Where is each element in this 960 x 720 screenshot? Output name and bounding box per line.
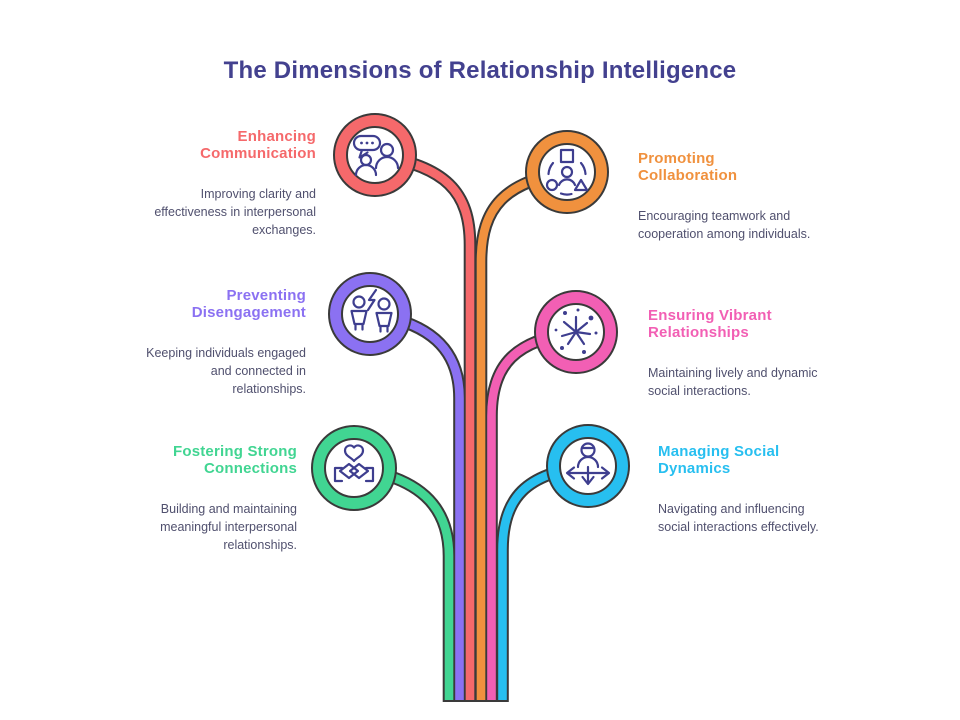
loop-inner-circle [538, 143, 596, 201]
link-arc [579, 161, 587, 176]
item-fostering-strong-connections: Fostering Strong Connections Building an… [127, 443, 297, 554]
person-directions-icon [565, 442, 611, 486]
person-shoulders [374, 155, 400, 170]
item-managing-social-dynamics: Managing Social Dynamics Navigating and … [658, 443, 833, 536]
page-title: The Dimensions of Relationship Intellige… [223, 57, 737, 84]
item-ensuring-vibrant-relationships: Ensuring Vibrant Relationships Maintaini… [648, 307, 843, 400]
heart [343, 444, 365, 463]
item-title: Fostering Strong Connections [172, 443, 297, 477]
person-head [377, 297, 391, 311]
item-preventing-disengagement: Preventing Disengagement Keeping individ… [138, 287, 306, 398]
item-title: Ensuring Vibrant Relationships [648, 307, 772, 341]
link-arc [547, 161, 555, 176]
item-description: Building and maintaining meaningful inte… [160, 502, 297, 552]
handshake-heart-icon [333, 444, 375, 483]
link-arc [559, 192, 573, 196]
item-description: Navigating and influencing social intera… [658, 502, 819, 534]
item-title: Promoting Collaboration [638, 150, 738, 184]
item-description: Improving clarity and effectiveness in i… [154, 187, 316, 237]
sleeve-right [364, 466, 375, 483]
triangle-node [573, 178, 589, 192]
item-title: Preventing Disengagement [191, 287, 306, 321]
hand-left [338, 462, 360, 480]
person-shoulders [557, 178, 577, 187]
arrowhead-down [581, 475, 595, 486]
person-shoulders [354, 163, 378, 177]
team-structure-icon [545, 148, 589, 196]
hand-right [348, 462, 370, 480]
person-shoulders [576, 455, 600, 469]
speech-bubble-dots [360, 141, 374, 145]
stems [353, 150, 589, 700]
arrowhead-left [565, 466, 576, 480]
item-title: Enhancing Communication [200, 128, 316, 162]
circle-node [545, 178, 559, 192]
square-node [559, 148, 575, 164]
sleeve-left [333, 466, 344, 483]
person-head [560, 165, 574, 179]
arrowhead-right [600, 466, 611, 480]
people-conflict-icon [350, 288, 393, 333]
chat-people-icon [352, 134, 400, 177]
item-description: Maintaining lively and dynamic social in… [648, 366, 818, 398]
item-description: Encouraging teamwork and cooperation amo… [638, 209, 811, 241]
spark-dots [554, 308, 598, 354]
spark-burst-icon [554, 308, 598, 354]
item-description: Keeping individuals engaged and connecte… [146, 346, 306, 396]
icons [333, 134, 611, 486]
lightning-bolt [366, 288, 378, 312]
speech-bubble [352, 134, 382, 152]
item-enhancing-communication: Enhancing Communication Improving clarit… [151, 128, 316, 239]
loop-inner-circle [346, 126, 404, 184]
item-title: Managing Social Dynamics [658, 443, 780, 477]
person-head [352, 295, 366, 309]
item-promoting-collaboration: Promoting Collaboration Encouraging team… [638, 150, 818, 243]
